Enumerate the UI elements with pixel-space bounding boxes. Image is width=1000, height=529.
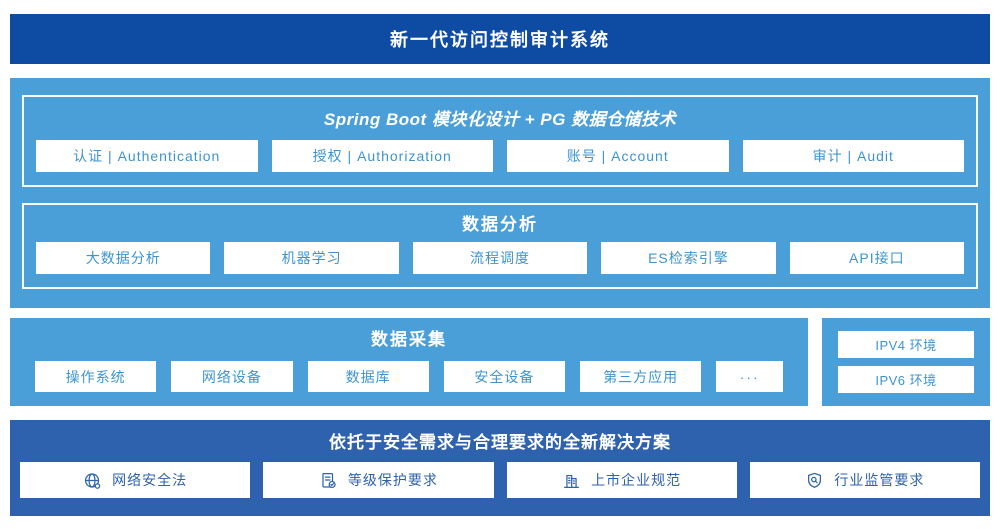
analysis-module-chip: 大数据分析 — [36, 242, 211, 274]
regulation-label: 上市企业规范 — [591, 472, 682, 488]
diagram-title: 新一代访问控制审计系统 — [390, 30, 610, 50]
shield-magnifier-icon — [805, 471, 824, 490]
source-chip: 第三方应用 — [580, 361, 702, 392]
source-chip: 网络设备 — [171, 361, 293, 392]
diagram-title-bar: 新一代访问控制审计系统 — [10, 14, 990, 64]
spring-boot-modules-row: 认证 | Authentication 授权 | Authorization 账号 … — [24, 140, 976, 172]
data-collection-title: 数据采集 — [371, 330, 447, 349]
regulation-card-classified-protection: 等级保护要求 — [263, 462, 494, 498]
regulation-card-listed-company: 上市企业规范 — [506, 462, 737, 498]
environment-chip: IPV4 环境 — [838, 331, 974, 358]
data-analysis-modules-row: 大数据分析机器学习流程调度 ES检索引擎 API接口 — [24, 242, 976, 274]
regulation-card-network-security-law: 网络安全法 — [20, 462, 251, 498]
data-collection-sources-row: 操作系统网络设备数据库安全设备第三方应用 ··· — [10, 361, 808, 392]
auth-module-chip: 认证 | Authentication — [36, 140, 258, 172]
environment-chip: IPV6 环境 — [838, 366, 974, 393]
globe-icon — [83, 471, 102, 490]
source-chip: 安全设备 — [443, 361, 566, 392]
analysis-module-chip: ES检索引擎 — [601, 242, 776, 274]
analysis-module-chip: 机器学习 — [224, 242, 399, 274]
spring-boot-layer-title: Spring Boot 模块化设计 + PG 数据仓储技术 — [323, 110, 677, 129]
buildings-icon — [562, 471, 581, 490]
source-chip: 数据库 — [307, 361, 429, 392]
regulation-label: 行业监管要求 — [834, 472, 925, 488]
auth-module-chip: 授权 | Authorization — [271, 140, 493, 172]
data-analysis-layer-title: 数据分析 — [462, 215, 538, 234]
regulation-card-industry-regulation: 行业监管要求 — [749, 462, 980, 498]
document-check-icon — [319, 471, 338, 490]
regulation-label: 网络安全法 — [112, 472, 188, 488]
environment-panel: IPV4 环境 IPV6 环境 — [822, 318, 990, 406]
solution-section: 依托于安全需求与合理要求的全新解决方案 网络安全法 — [10, 420, 990, 516]
spring-boot-layer: Spring Boot 模块化设计 + PG 数据仓储技术 认证 | Authe… — [22, 95, 978, 187]
auth-module-chip: 账号 | Account — [507, 140, 729, 172]
data-collection-section: 数据采集 操作系统网络设备数据库安全设备第三方应用 ··· — [10, 318, 808, 406]
analysis-module-chip: API接口 — [789, 242, 965, 274]
source-chip: ··· — [716, 361, 784, 392]
solution-title: 依托于安全需求与合理要求的全新解决方案 — [329, 433, 671, 452]
collection-row: 数据采集 操作系统网络设备数据库安全设备第三方应用 ··· IPV4 环境 IPV6… — [10, 318, 990, 406]
solution-items-row: 网络安全法 等级保护要求 — [10, 462, 990, 498]
analysis-module-chip: 流程调度 — [412, 242, 588, 274]
regulation-label: 等级保护要求 — [347, 472, 438, 488]
platform-section: Spring Boot 模块化设计 + PG 数据仓储技术 认证 | Authe… — [10, 78, 990, 308]
source-chip: 操作系统 — [35, 361, 157, 392]
data-analysis-layer: 数据分析 大数据分析机器学习流程调度 ES检索引擎 API接口 — [22, 203, 978, 289]
auth-module-chip: 审计 | Audit — [742, 140, 964, 172]
